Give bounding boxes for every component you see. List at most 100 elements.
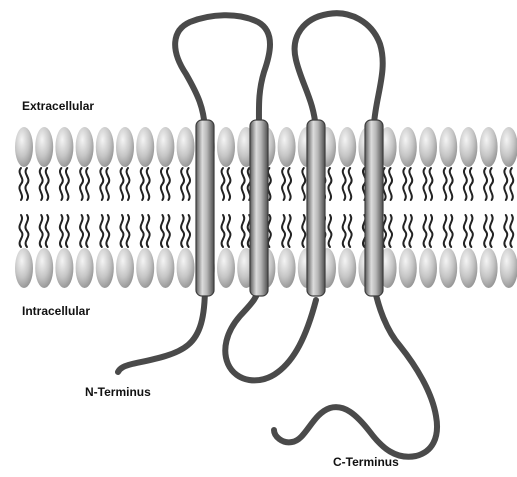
lipid-head [439,127,457,167]
lipid-tail [126,168,129,200]
lipid-tail [25,215,28,247]
lipid-tail [409,215,412,247]
lipid-tail [46,215,49,247]
lipid-head [217,248,235,288]
lipid-tail [86,215,89,247]
lipid-tail [46,168,49,200]
lipid-tail [403,168,406,200]
lipid-tail [470,168,473,200]
lipid-tail [100,215,103,247]
lipid-head [338,127,356,167]
lipid-head [116,248,134,288]
n-terminal-tail [118,286,205,372]
lipid-tail [328,168,331,200]
n-terminus-label: N-Terminus [85,385,151,399]
lipid-tail [221,168,224,200]
lipid-tail [80,168,83,200]
lipid-tail [403,215,406,247]
lipid-tail [409,168,412,200]
lipid-tail [227,168,230,200]
lipid-tail [161,215,164,247]
lipid-tail [444,168,447,200]
lipid-tail [181,168,184,200]
lipid-tail [464,215,467,247]
lipid-tail [450,168,453,200]
transmembrane-helix [365,120,383,296]
lipid-tail [349,215,352,247]
lipid-head [55,127,73,167]
lipid-head [15,127,33,167]
lipid-head [419,127,437,167]
lipid-tail [167,215,170,247]
lipid-head [278,127,296,167]
lipid-head [399,248,417,288]
lipid-tail [60,168,63,200]
lipid-tail [504,215,507,247]
lipid-tail [288,168,291,200]
extracellular-loop-2 [295,13,383,130]
intracellular-loop [225,286,316,380]
transmembrane-helix [250,120,268,296]
lipid-head [439,248,457,288]
lipid-tail [389,215,392,247]
lipid-tail [66,215,69,247]
lipid-tail [282,215,285,247]
lipid-head [480,127,498,167]
lipid-tail [328,215,331,247]
lipid-tail [141,168,144,200]
lipid-head [459,248,477,288]
lipid-tail [161,168,164,200]
lipid-tail [126,215,129,247]
lipid-tail [510,215,513,247]
lipid-tail [40,215,43,247]
lipid-head [156,248,174,288]
c-terminus-label: C-Terminus [333,455,399,469]
lipid-tail [470,215,473,247]
lipid-tail [484,215,487,247]
lipid-head [55,248,73,288]
lipid-tail [349,168,352,200]
lipid-tail [147,215,150,247]
lipid-tail [450,215,453,247]
lipid-head [76,248,94,288]
lipid-tail [288,215,291,247]
lipid-tail [106,215,109,247]
lipid-tail [242,215,245,247]
lipid-tail [227,215,230,247]
lipid-tail [120,168,123,200]
lipid-tail [242,168,245,200]
lipid-head [177,248,195,288]
lipid-head [278,248,296,288]
lipid-tail [429,168,432,200]
lipid-tail [60,215,63,247]
lipid-head [35,127,53,167]
lipid-tail [343,215,346,247]
lipid-tail [221,215,224,247]
lipid-head [177,127,195,167]
lipid-tail [141,215,144,247]
lipid-head [136,248,154,288]
lipid-head [96,248,114,288]
intracellular-label: Intracellular [22,304,90,318]
lipid-tail [510,168,513,200]
lipid-head [500,248,517,288]
lipid-tail [19,215,22,247]
c-terminal-tail [274,286,437,457]
lipid-tail [429,215,432,247]
lipid-tail [66,168,69,200]
lipid-tail [167,168,170,200]
lipid-tail [187,168,190,200]
lipid-tail [181,215,184,247]
lipid-head [35,248,53,288]
lipid-head [96,127,114,167]
lipid-head [136,127,154,167]
protein-chain [118,13,437,457]
transmembrane-helix [196,120,214,296]
lipid-tail [490,168,493,200]
extracellular-label: Extracellular [22,99,94,113]
lipid-tail [100,168,103,200]
lipid-tail [343,168,346,200]
lipid-tail [423,215,426,247]
